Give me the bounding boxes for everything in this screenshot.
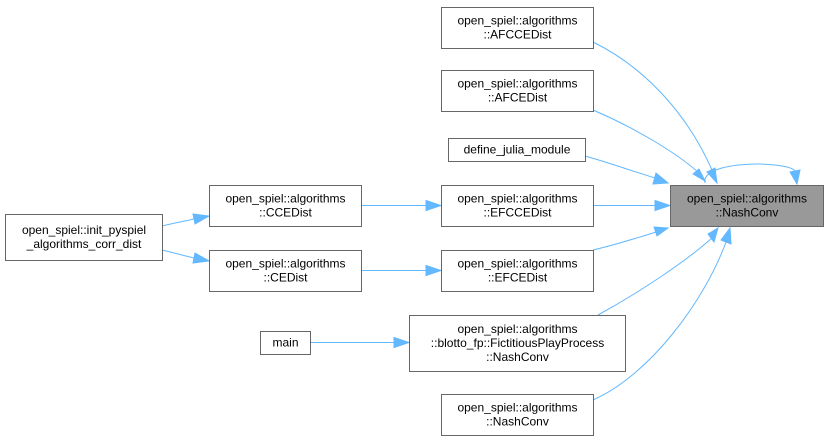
edge-init_pyspiel-to-cedist: [161, 249, 195, 259]
node-main[interactable]: main: [260, 331, 311, 355]
edge-init_pyspiel-to-ccedist: [161, 218, 195, 227]
node-label-afcedist-line-0: open_spiel::algorithms: [457, 77, 577, 91]
node-ccedist[interactable]: open_spiel::algorithms::CCEDist: [209, 185, 362, 227]
node-label-afccedist-line-0: open_spiel::algorithms: [457, 14, 577, 28]
edge-define_julia-to-nashconv: [584, 155, 656, 179]
arrowhead-init_pyspiel-to-cedist: [192, 252, 211, 264]
node-box-nashconv2: [441, 394, 594, 436]
node-box-main: [260, 331, 311, 355]
node-label-main-line-0: main: [272, 336, 298, 350]
node-box-afcedist: [441, 70, 594, 112]
node-nashconv2[interactable]: open_spiel::algorithms::NashConv: [441, 394, 594, 436]
node-label-afcedist-line-1: ::AFCEDist: [488, 91, 548, 105]
node-label-define_julia-line-0: define_julia_module: [464, 143, 571, 157]
node-box-afccedist: [441, 7, 594, 49]
node-label-init_pyspiel-line-0: open_spiel::init_pyspiel: [22, 223, 146, 237]
arrowhead-nashconv2-to-nashconv: [720, 226, 732, 245]
node-box-nashconv: [670, 185, 824, 227]
arrowhead-init_pyspiel-to-ccedist: [192, 213, 211, 225]
arrowhead-blotto-to-nashconv: [707, 226, 719, 244]
graph-nodes: open_spiel::algorithms::NashConvopen_spi…: [5, 7, 824, 436]
node-box-init_pyspiel: [5, 214, 163, 261]
node-box-ccedist: [209, 185, 362, 227]
node-label-cedist-line-0: open_spiel::algorithms: [225, 257, 345, 271]
node-cedist[interactable]: open_spiel::algorithms::CEDist: [209, 250, 362, 292]
edge-afcedist-to-nashconv: [592, 109, 699, 173]
node-box-blotto: [409, 315, 626, 372]
edge-nashconv2-to-nashconv: [592, 241, 727, 401]
node-label-efcedist-line-0: open_spiel::algorithms: [457, 257, 577, 271]
node-label-ccedist-line-1: ::CCEDist: [259, 206, 312, 220]
edge-blotto-to-nashconv: [597, 237, 713, 316]
edge-efcedist-to-nashconv: [592, 231, 657, 251]
node-init_pyspiel[interactable]: open_spiel::init_pyspiel_algorithms_corr…: [5, 214, 163, 261]
arrowhead-define_julia-to-nashconv: [652, 172, 670, 185]
node-efcedist[interactable]: open_spiel::algorithms::EFCEDist: [441, 250, 594, 292]
node-label-init_pyspiel-line-1: _algorithms_corr_dist: [26, 237, 142, 251]
edge-afccedist-to-nashconv: [592, 41, 713, 171]
arrowhead-nashconv-to-nashconv: [789, 169, 801, 186]
node-define_julia[interactable]: define_julia_module: [448, 138, 586, 162]
node-box-define_julia: [448, 138, 586, 162]
node-label-blotto-line-0: open_spiel::algorithms: [457, 322, 577, 336]
node-box-efccedist: [441, 185, 594, 227]
node-label-blotto-line-2: ::NashConv: [486, 350, 549, 364]
node-label-nashconv2-line-0: open_spiel::algorithms: [457, 401, 577, 415]
node-label-afccedist-line-1: ::AFCCEDist: [483, 28, 552, 42]
arrowhead-afcedist-to-nashconv: [692, 168, 707, 183]
arrowhead-efccedist-to-nashconv: [654, 199, 672, 212]
node-label-efccedist-line-0: open_spiel::algorithms: [457, 192, 577, 206]
edge-nashconv-to-nashconv: [704, 163, 797, 184]
node-box-efcedist: [441, 250, 594, 292]
arrowhead-ccedist-to-efccedist: [425, 199, 443, 212]
node-afccedist[interactable]: open_spiel::algorithms::AFCCEDist: [441, 7, 594, 49]
arrowhead-cedist-to-efcedist: [425, 264, 443, 277]
node-label-ccedist-line-0: open_spiel::algorithms: [225, 192, 345, 206]
arrowhead-efcedist-to-nashconv: [653, 226, 670, 237]
node-efccedist[interactable]: open_spiel::algorithms::EFCCEDist: [441, 185, 594, 227]
graph-edges: [161, 41, 801, 401]
node-label-cedist-line-1: ::CEDist: [263, 271, 308, 285]
node-nashconv[interactable]: open_spiel::algorithms::NashConv: [670, 185, 824, 227]
node-label-nashconv-line-0: open_spiel::algorithms: [687, 192, 807, 206]
node-label-nashconv2-line-1: ::NashConv: [486, 415, 549, 429]
arrowhead-main-to-blotto: [393, 336, 411, 349]
node-label-blotto-line-1: ::blotto_fp::FictitiousPlayProcess: [431, 336, 604, 350]
node-afcedist[interactable]: open_spiel::algorithms::AFCEDist: [441, 70, 594, 112]
node-label-efcedist-line-1: ::EFCEDist: [488, 271, 548, 285]
node-blotto[interactable]: open_spiel::algorithms::blotto_fp::Ficti…: [409, 315, 626, 372]
node-label-nashconv-line-1: ::NashConv: [716, 206, 779, 220]
node-label-efccedist-line-1: ::EFCCEDist: [483, 206, 552, 220]
arrowhead-afccedist-to-nashconv: [706, 167, 718, 185]
node-box-cedist: [209, 250, 362, 292]
